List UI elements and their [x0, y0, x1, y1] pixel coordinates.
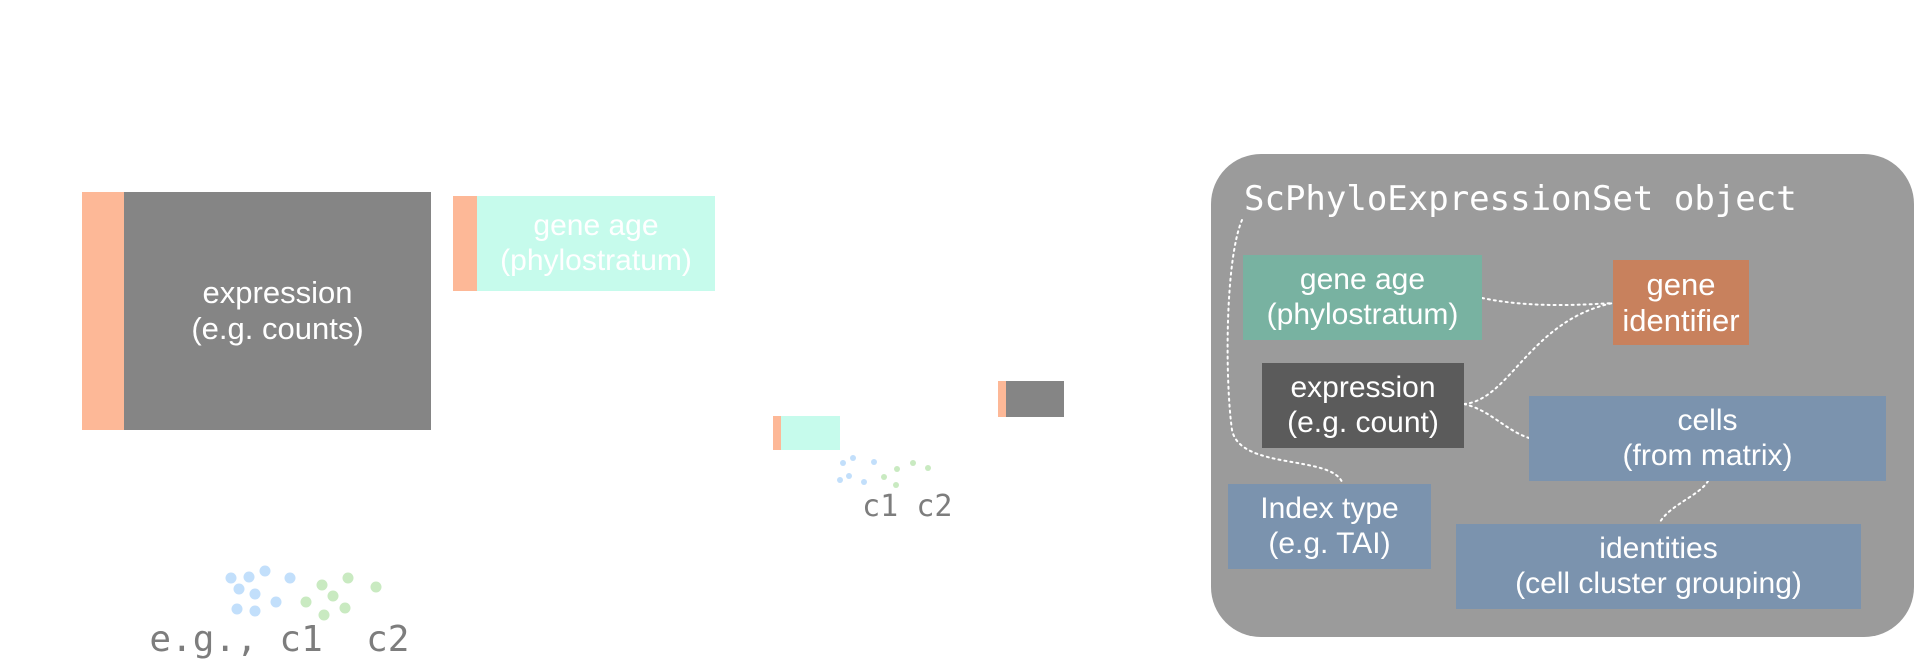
mini-gene-age-table — [773, 416, 840, 450]
gene-id-strip — [453, 196, 477, 291]
panel-index-type-label: Index type — [1260, 492, 1399, 525]
mini-cluster-c2-dots — [881, 460, 931, 488]
mini-cluster-c1-dots — [837, 455, 877, 485]
gene-age-label: gene age — [533, 209, 659, 242]
panel-expression-label: expression — [1290, 371, 1436, 404]
mini-cluster-label: c1 c2 — [826, 450, 952, 526]
expression-label: expression — [202, 275, 353, 311]
mini-expression-matrix — [998, 381, 1064, 417]
panel-index-type-sublabel: (e.g. TAI) — [1268, 526, 1391, 560]
gene-age-block: gene age (phylostratum) — [477, 196, 715, 291]
connector-lines — [1226, 219, 1709, 523]
panel-cells-sublabel: (from matrix) — [1622, 438, 1793, 472]
expression-matrix-large: expression (e.g. counts) — [82, 192, 431, 430]
mini-gene-id-strip — [998, 381, 1006, 417]
expression-sublabel: (e.g. counts) — [191, 311, 364, 346]
panel-expression-sublabel: (e.g. count) — [1287, 405, 1439, 439]
panel-expression-box: expression (e.g. count) — [1262, 363, 1464, 448]
gene-age-table: gene age (phylostratum) — [453, 196, 715, 291]
mini-cluster-c1-label: c1 — [862, 489, 899, 524]
expression-block: expression (e.g. counts) — [124, 192, 431, 430]
mini-gene-age-block — [781, 416, 840, 450]
mini-gene-id-strip — [773, 416, 781, 450]
panel-gene-identifier-box: gene identifier — [1613, 260, 1749, 345]
panel-cells-box: cells (from matrix) — [1529, 396, 1886, 481]
panel-title: ScPhyloExpressionSet object — [1244, 179, 1797, 219]
panel-cells-label: cells — [1677, 404, 1738, 437]
connector-expression-to-identifier — [1463, 302, 1614, 405]
connector-title-to-index — [1226, 219, 1343, 483]
mini-cluster-c2-label: c2 — [916, 489, 953, 524]
connector-expression-to-cells — [1463, 403, 1530, 439]
panel-identities-sublabel: (cell cluster grouping) — [1515, 566, 1802, 600]
connector-cells-to-identities — [1659, 480, 1709, 523]
cell-dots-layer — [225, 455, 931, 621]
panel-identities-label: identities — [1599, 532, 1718, 565]
connector-gene-age-to-identifier — [1481, 297, 1614, 307]
cluster-c2-dots — [300, 572, 382, 621]
mini-expression-block — [1006, 381, 1064, 417]
panel-gene-age-box: gene age (phylostratum) — [1243, 255, 1482, 340]
panel-gene-identifier-sublabel: identifier — [1622, 302, 1740, 338]
panel-gene-identifier-label: gene — [1646, 266, 1716, 302]
cluster-c1-dots — [225, 565, 296, 617]
panel-index-type-box: Index type (e.g. TAI) — [1228, 484, 1431, 569]
gene-id-strip — [82, 192, 124, 430]
panel-gene-age-sublabel: (phylostratum) — [1266, 297, 1459, 331]
panel-identities-box: identities (cell cluster grouping) — [1456, 524, 1861, 609]
panel-gene-age-label: gene age — [1299, 263, 1426, 296]
gene-age-sublabel: (phylostratum) — [500, 243, 692, 277]
